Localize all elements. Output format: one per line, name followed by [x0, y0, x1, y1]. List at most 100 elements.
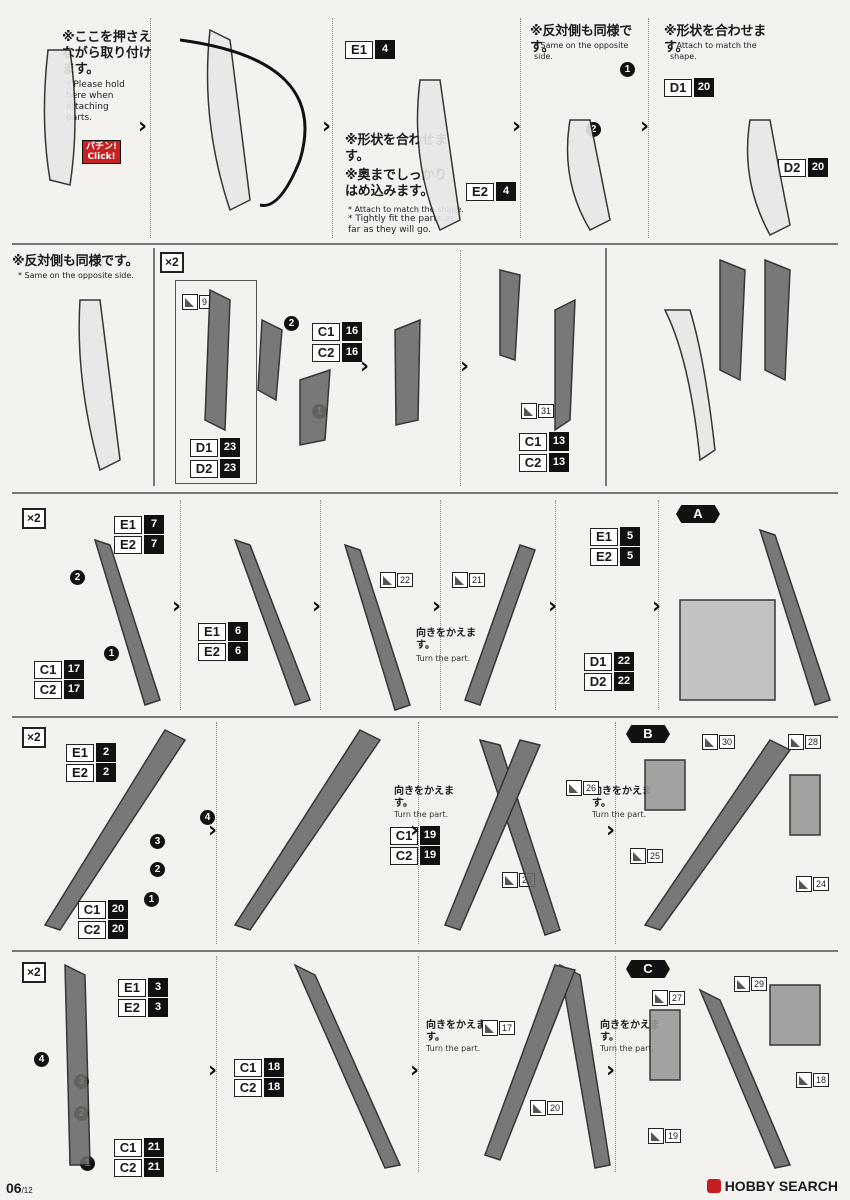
part-number: 20	[808, 158, 828, 177]
sticker-number: 17	[499, 1021, 516, 1035]
sticker-icon	[380, 572, 396, 588]
next-step-arrow: ›	[172, 594, 182, 619]
part-number: 23	[220, 438, 240, 457]
next-step-arrow: ›	[606, 818, 616, 843]
part-number: 16	[342, 322, 362, 341]
wing-frame-drawing	[293, 963, 402, 1169]
hold-note-en: * Please hold here when attaching parts.	[66, 80, 125, 123]
opposite-note-jp: ※反対側も同様です。	[530, 24, 633, 55]
wing-frame-drawing	[444, 739, 542, 931]
next-step-arrow: ›	[138, 114, 148, 139]
runner-id: E1	[118, 978, 146, 997]
runner-id: D1	[664, 78, 692, 97]
step-divider	[418, 956, 419, 1172]
step-divider	[615, 956, 616, 1172]
next-step-arrow: ›	[652, 594, 662, 619]
step-number-1: 1	[620, 62, 635, 77]
next-step-arrow: ›	[548, 594, 558, 619]
sticker-icon	[796, 1072, 812, 1088]
part-number: 6	[228, 622, 248, 641]
turn-note-en: Turn the part.	[600, 1044, 655, 1053]
part-number: 13	[549, 432, 569, 451]
sticker-icon	[788, 734, 804, 750]
next-step-arrow: ›	[410, 818, 420, 843]
repeat-x2-badge: ×2	[160, 252, 184, 273]
wing-frame-drawing	[559, 963, 611, 1169]
sticker-marker: 9	[182, 294, 211, 310]
next-step-arrow: ›	[312, 594, 322, 619]
runner-id: C2	[519, 453, 547, 472]
next-step-arrow: ›	[460, 354, 470, 379]
runner-id: E1	[345, 40, 373, 59]
blade-drawing	[93, 538, 161, 706]
sticker-icon	[648, 1128, 664, 1144]
step-number-3: 3	[74, 1074, 89, 1089]
inner-frame-drawing	[394, 318, 421, 426]
step-number-2: 2	[284, 316, 299, 331]
opposite-note-jp: ※反対側も同様です。	[12, 254, 139, 269]
section-badge-b: B	[626, 725, 670, 743]
page-current: 06	[6, 1180, 22, 1196]
runner-id: E1	[590, 527, 618, 546]
part-number: 18	[264, 1078, 284, 1097]
sticker-number: 31	[538, 404, 555, 418]
step-number-1: 1	[80, 1156, 95, 1171]
sticker-icon	[482, 1020, 498, 1036]
runner-id: C1	[390, 826, 418, 845]
sticker-number: 26	[583, 781, 600, 795]
sticker-icon	[566, 780, 582, 796]
opposite-note-en: * Same on the opposite side.	[18, 271, 134, 280]
logo-text: HOBBY SEARCH	[724, 1178, 838, 1194]
step-number-3: 3	[150, 834, 165, 849]
runner-id: D2	[778, 158, 806, 177]
runner-id: E1	[66, 743, 94, 762]
step-divider	[153, 248, 155, 486]
runner-id: C2	[390, 846, 418, 865]
step-divider	[320, 500, 321, 710]
part-number: 22	[614, 652, 634, 671]
section-divider	[12, 492, 838, 494]
sticker-number: 29	[751, 977, 768, 991]
sticker-icon	[630, 848, 646, 864]
runner-id: C1	[519, 432, 547, 451]
detail-inset	[789, 774, 821, 836]
step-number-4: 4	[34, 1052, 49, 1067]
next-step-arrow: ›	[208, 1058, 218, 1083]
attach-note-jp: ※形状を合わせます。	[664, 24, 767, 55]
page-total: /12	[21, 1186, 33, 1195]
part-number: 20	[694, 78, 714, 97]
sticker-marker: 24	[796, 876, 830, 892]
blade-drawing	[758, 528, 831, 706]
part-number: 3	[148, 978, 168, 997]
part-number: 13	[549, 453, 569, 472]
sticker-marker: 19	[648, 1128, 682, 1144]
shape-note-jp: ※形状を合わせます。	[345, 133, 448, 164]
wing-part-drawing	[566, 119, 611, 231]
wing-frame-drawing	[643, 739, 792, 931]
sticker-number: 23	[519, 873, 536, 887]
step-number-1: 1	[104, 646, 119, 661]
sticker-number: 22	[397, 573, 414, 587]
rotate-arrow	[179, 38, 307, 207]
step-divider	[180, 500, 181, 710]
fin-drawing	[719, 258, 746, 382]
next-step-arrow: ›	[322, 114, 332, 139]
runner-id: C2	[34, 680, 62, 699]
sticker-number: 24	[813, 877, 830, 891]
part-number: 7	[144, 535, 164, 554]
